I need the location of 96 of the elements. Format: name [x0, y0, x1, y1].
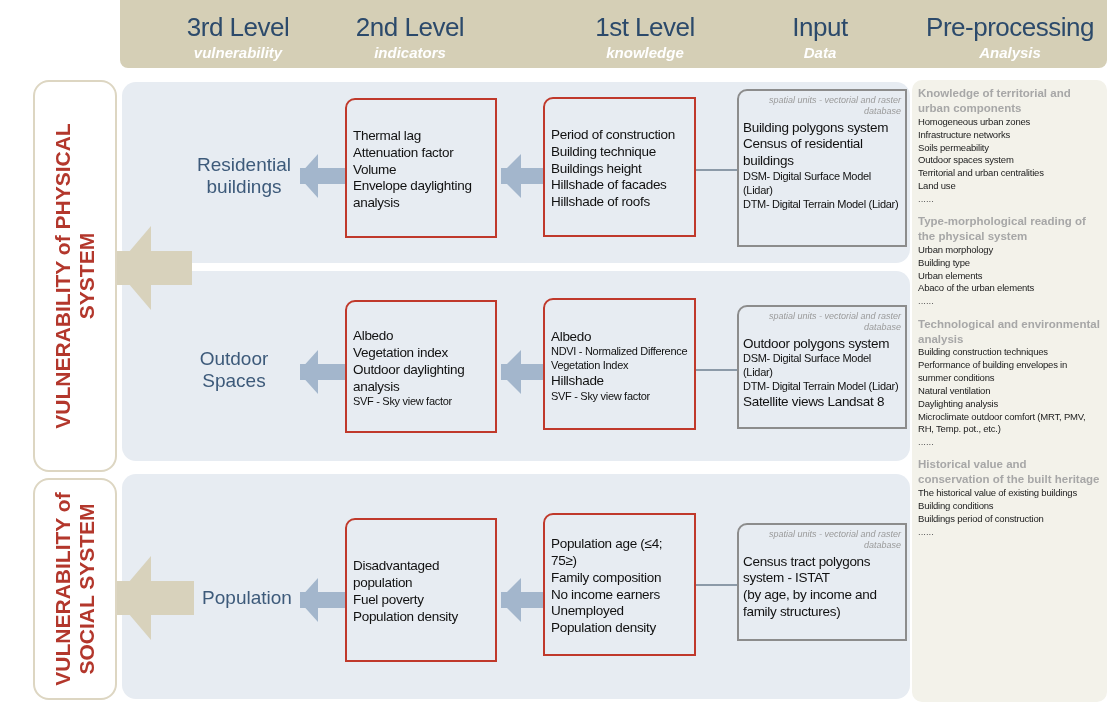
list-item: Census of residential buildings	[743, 136, 864, 171]
list-item: Daylighting analysis	[918, 397, 999, 411]
column-subtitle: Analysis	[979, 44, 1041, 61]
list-item: DSM- Digital Surface Model (Lidar)	[743, 170, 872, 198]
list-item: Hillshade of roofs	[551, 194, 651, 212]
list-item: Urban elements	[918, 269, 984, 283]
list-item: Performance of building envelopes in summer conditions	[918, 359, 1069, 385]
list-item: Outdoor spaces system	[918, 154, 1015, 168]
indicator-box	[543, 513, 696, 656]
list-item: Territorial and urban centralities	[918, 167, 1045, 180]
list-item: Natural ventilation	[918, 384, 992, 398]
input-data-box	[737, 89, 907, 247]
list-item: Fuel poverty	[353, 592, 425, 609]
list-item: Vegetation index	[353, 344, 450, 362]
section-heading: Type-morphological reading of the physical system	[918, 214, 1087, 244]
section-heading: Knowledge of territorial and urban components	[918, 86, 1072, 116]
ellipsis-text: ......	[918, 525, 935, 539]
list-item: Outdoor daylighting analysis	[353, 361, 466, 396]
list-item: Population density	[353, 608, 459, 626]
list-item: Satellite views Landsat 8	[743, 393, 886, 411]
source-note: spatial units - vectorial and raster database	[767, 311, 901, 333]
category-label: Residential buildings	[188, 148, 300, 204]
system-box	[33, 80, 117, 472]
list-item: Disadvantaged population	[353, 558, 441, 592]
list-item: DTM- Digital Terrain Model (Lidar)	[743, 379, 900, 394]
list-item: Soils permeability	[918, 141, 990, 155]
list-item: Albedo	[353, 327, 395, 345]
list-item: DTM- Digital Terrain Model (Lidar)	[743, 197, 900, 212]
connector-line	[695, 169, 738, 171]
row-band	[122, 474, 910, 699]
section-heading: Historical value and conservation of the built heritage	[918, 457, 1101, 488]
list-item: Urban morphology	[918, 243, 994, 257]
category-label: Outdoor Spaces	[168, 345, 300, 395]
column-title: Input	[792, 12, 848, 43]
list-item: Microclimate outdoor comfort (MRT, PMV, RH, Temp. pot., etc.)	[918, 410, 1087, 437]
indicator-box	[345, 518, 497, 662]
list-item: Hillshade of facades	[551, 177, 668, 195]
list-item: Unemployed	[551, 603, 625, 621]
list-item: Period of construction	[551, 126, 676, 144]
list-item: Envelope daylighting analysis	[353, 178, 473, 213]
list-item: Thermal lag	[353, 127, 422, 145]
list-item: Building technique	[551, 143, 657, 161]
list-item: Census tract polygons system - ISTAT	[743, 553, 872, 588]
list-item: (by age, by income and family structures)	[743, 587, 878, 622]
indicator-box	[345, 98, 497, 238]
connector-line	[695, 369, 738, 371]
source-note: spatial units - vectorial and raster database	[767, 529, 901, 551]
list-item: SVF - Sky view factor	[551, 389, 651, 404]
ellipsis-text: ......	[918, 436, 935, 449]
connector-line	[695, 584, 738, 586]
list-item: Hillshade	[551, 372, 605, 390]
system-title: VULNERABILITY of SOCIAL SYSTEM	[50, 491, 99, 688]
list-item: Outdoor polygons system	[743, 335, 891, 353]
row-band	[122, 82, 910, 263]
list-item: Infrastructure networks	[918, 128, 1012, 142]
column-subtitle: knowledge	[606, 44, 684, 61]
list-item: No income earners	[551, 586, 661, 604]
row-band	[122, 271, 910, 461]
indicator-box	[543, 97, 696, 237]
list-item: Attenuation factor	[353, 144, 455, 162]
column-title: Pre-processing	[926, 12, 1094, 43]
list-item: The historical value of existing buildings	[918, 487, 1078, 501]
column-title: 1st Level	[595, 12, 695, 43]
system-title: VULNERABILITY of PHYSICAL SYSTEM	[50, 122, 99, 431]
list-item: Family composition	[551, 569, 663, 587]
section-heading: Technological and environmental analysis	[918, 316, 1101, 347]
column-subtitle: vulnerability	[193, 44, 283, 61]
input-data-box	[737, 305, 907, 429]
column-title: 3rd Level	[186, 12, 290, 43]
list-item: Population age (≤4; 75≥)	[551, 535, 664, 570]
source-note: spatial units - vectorial and raster database	[767, 95, 901, 117]
list-item: Abaco of the urban elements	[918, 282, 1036, 296]
system-box	[33, 478, 117, 700]
list-item: Population density	[551, 620, 657, 638]
column-subtitle: Data	[803, 44, 837, 61]
ellipsis-text: ......	[918, 295, 935, 308]
list-item: Building type	[918, 256, 971, 270]
column-title: 2nd Level	[355, 12, 465, 43]
ellipsis-text: ......	[918, 192, 935, 206]
list-item: NDVI - Normalized Difference Vegetation Index	[551, 345, 689, 373]
list-item: SVF - Sky view factor	[353, 395, 453, 410]
list-item: DSM- Digital Surface Model (Lidar)	[743, 352, 872, 380]
list-item: Building construction techniques	[918, 346, 1049, 360]
input-data-box	[737, 523, 907, 641]
indicator-box	[543, 298, 696, 430]
list-item: Buildings period of construction	[918, 512, 1045, 526]
list-item: Homogeneous urban zones	[918, 115, 1032, 129]
indicator-box	[345, 300, 497, 433]
list-item: Albedo	[551, 328, 593, 346]
list-item: Building conditions	[918, 500, 995, 513]
category-label: Population	[194, 573, 300, 623]
list-item: Building polygons system	[743, 119, 890, 137]
list-item: Volume	[353, 161, 398, 179]
list-item: Buildings height	[551, 160, 643, 178]
column-subtitle: indicators	[374, 44, 446, 61]
list-item: Land use	[918, 179, 957, 193]
